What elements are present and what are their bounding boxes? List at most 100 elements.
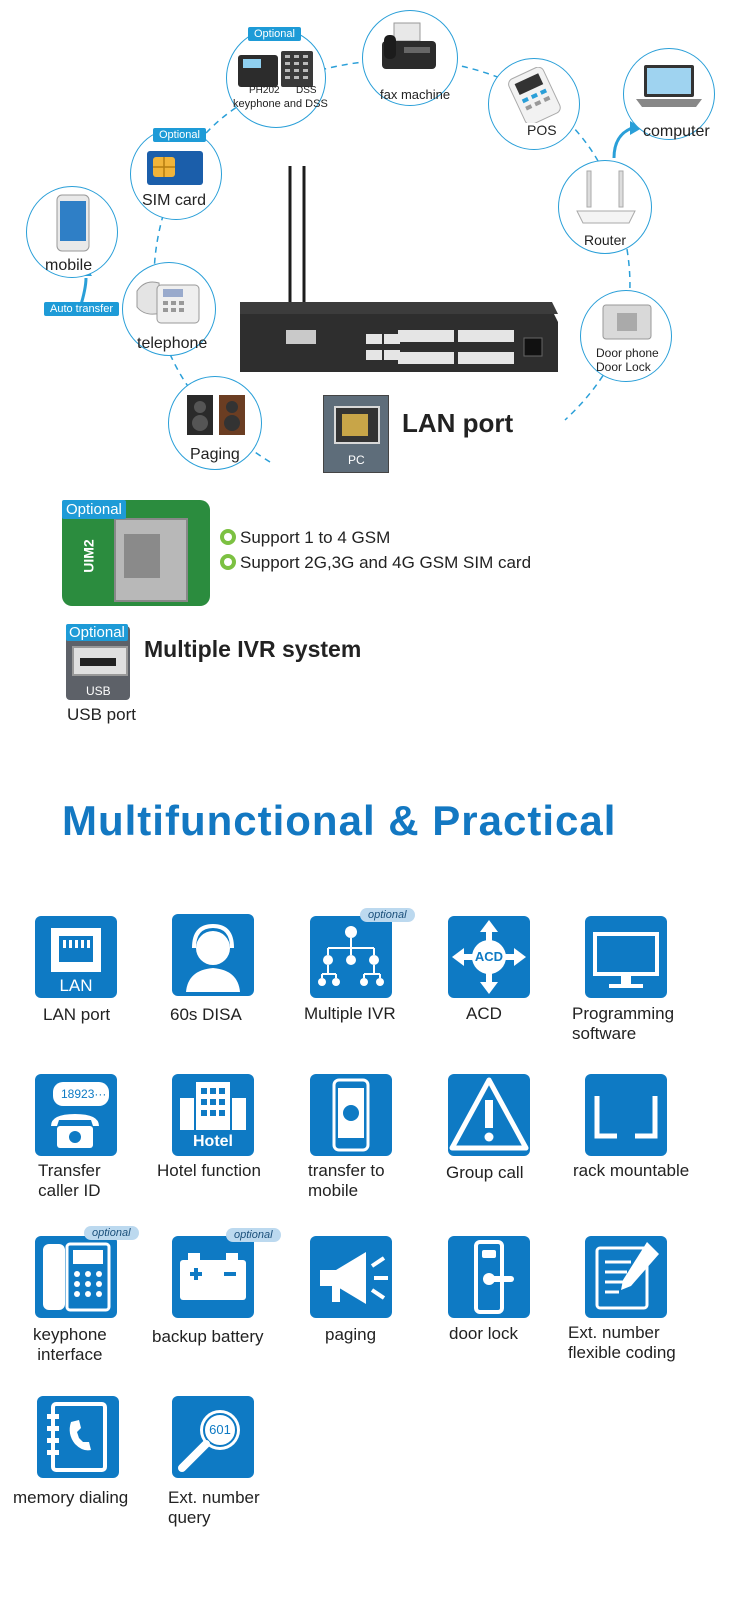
disa-feature-label: 60s DISA xyxy=(170,1005,242,1024)
laptop-icon xyxy=(636,65,702,107)
pos-terminal-icon xyxy=(508,67,561,123)
hotel-icon xyxy=(180,1082,246,1130)
gsm-module-text: UIM2 xyxy=(80,539,97,573)
transfer-callerid-tile: 18923··· xyxy=(35,1074,117,1156)
ivr-system-title: Multiple IVR system xyxy=(144,636,362,662)
gsm-module-image: UIM2 xyxy=(62,500,210,606)
paging-feature-label: paging xyxy=(325,1325,377,1344)
sim-label: SIM card xyxy=(142,192,207,209)
door-lock-label: door lock xyxy=(449,1324,518,1343)
monitor-icon xyxy=(593,932,659,988)
ivr-feature-label: Multiple IVR xyxy=(304,1004,396,1023)
acd-arrows-icon xyxy=(452,920,526,994)
rack-mountable-label: rack mountable xyxy=(573,1161,690,1180)
pbx-device-image xyxy=(240,166,558,372)
paging-circle xyxy=(168,376,262,470)
lan-port-image: PC xyxy=(323,395,389,473)
ivr-optional-badge: optional xyxy=(360,908,415,922)
acd-feature-label: ACD xyxy=(466,1004,502,1023)
headset-agent-icon xyxy=(186,923,240,992)
bullet-icon xyxy=(220,529,236,545)
auto-transfer-badge: Auto transfer xyxy=(44,302,119,316)
computer-label: computer xyxy=(643,123,710,140)
memory-dialing-label: memory dialing xyxy=(13,1488,129,1507)
query-tile-text: 601 xyxy=(209,1422,231,1437)
backup-battery-optional: optional xyxy=(226,1228,281,1242)
section-title: Multifunctional & Practical xyxy=(62,797,617,844)
keyphone-dss-icon xyxy=(238,51,313,87)
telephone-circle xyxy=(122,262,216,356)
door-lock-device-icon xyxy=(602,304,652,340)
keyphone-model-label: PH202 xyxy=(249,85,280,96)
hotel-feature-label: Hotel function xyxy=(157,1161,261,1180)
door-lock-label: Door Lock xyxy=(596,360,651,374)
search-number-icon xyxy=(178,1410,240,1472)
dss-label: DSS xyxy=(296,85,317,96)
megaphone-icon xyxy=(320,1252,388,1304)
keyphone-optional-badge: Optional xyxy=(248,27,301,41)
desk-telephone-icon xyxy=(136,281,200,324)
address-book-icon xyxy=(47,1402,107,1472)
keyphone-interface-tile xyxy=(35,1236,117,1318)
ext-coding-tile xyxy=(585,1236,667,1318)
ivr-tree-icon xyxy=(318,926,384,986)
rack-bracket-icon xyxy=(594,1096,658,1139)
keyphone-dss-circle xyxy=(226,28,326,128)
ivr-feature-tile xyxy=(310,916,392,998)
speakers-icon xyxy=(187,395,245,435)
telephone-label: telephone xyxy=(137,335,208,352)
lan-port-title: LAN port xyxy=(402,408,514,438)
backup-battery-tile xyxy=(172,1236,254,1318)
disa-feature-tile xyxy=(172,914,254,996)
usb-port-text: USB xyxy=(86,684,111,698)
paging-feature-tile xyxy=(310,1236,392,1318)
gsm-optional-badge: Optional xyxy=(62,500,126,519)
transfer-mobile-tile xyxy=(310,1074,392,1156)
lan-feature-label: LAN port xyxy=(43,1005,111,1024)
sim-optional-badge: Optional xyxy=(153,128,206,142)
bullet-icon xyxy=(220,554,236,570)
acd-tile-text: ACD xyxy=(474,949,504,964)
keyphone-interface-optional: optional xyxy=(84,1226,139,1240)
door-phone-label: Door phone xyxy=(596,346,659,360)
router-icon xyxy=(576,170,636,224)
pos-circle xyxy=(488,58,580,150)
hotel-tile-text: Hotel xyxy=(193,1133,233,1150)
lan-tile-text: LAN xyxy=(59,976,93,995)
smartphone-icon xyxy=(56,194,90,252)
usb-optional-badge: Optional xyxy=(66,624,128,641)
gsm-feature-1: Support 1 to 4 GSM xyxy=(220,528,390,548)
router-circle xyxy=(558,160,652,254)
caller-id-phone-icon xyxy=(51,1082,109,1148)
pos-label: POS xyxy=(527,122,557,138)
backup-battery-label: backup battery xyxy=(152,1327,264,1346)
computer-circle xyxy=(623,48,715,140)
group-call-tile xyxy=(448,1074,530,1156)
door-circle xyxy=(580,290,672,382)
callerid-tile-text: 18923··· xyxy=(61,1087,107,1101)
keyphone-icon xyxy=(43,1242,111,1312)
keyphone-dss-label: keyphone and DSS xyxy=(233,98,328,110)
paging-label: Paging xyxy=(190,446,240,463)
sim-card-icon xyxy=(147,151,203,185)
memory-dialing-tile xyxy=(37,1396,119,1478)
gsm-feature-2: Support 2G,3G and 4G GSM SIM card xyxy=(220,553,531,573)
door-lock-icon xyxy=(474,1240,514,1314)
ext-query-tile: 601 xyxy=(172,1396,254,1478)
acd-feature-tile: ACD xyxy=(448,916,530,998)
hotel-feature-tile: Hotel xyxy=(172,1074,254,1156)
door-lock-tile xyxy=(448,1236,530,1318)
fax-circle xyxy=(362,10,458,106)
warning-icon xyxy=(449,1077,529,1151)
notepad-pen-icon xyxy=(595,1242,659,1310)
lan-icon xyxy=(51,928,101,972)
lan-feature-tile: LAN xyxy=(35,916,117,998)
lan-port-text: PC xyxy=(348,453,365,467)
mobile-phone-icon xyxy=(332,1078,370,1152)
usb-port-label: USB port xyxy=(67,705,136,724)
router-label: Router xyxy=(584,232,627,248)
